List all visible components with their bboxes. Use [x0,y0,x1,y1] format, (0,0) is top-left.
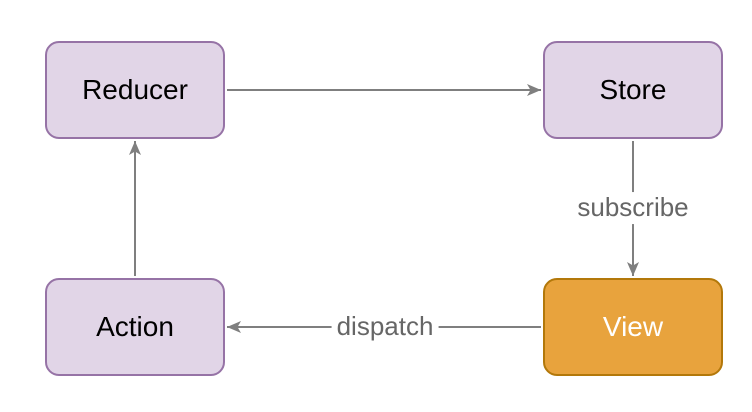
node-view: View [543,278,723,376]
node-action: Action [45,278,225,376]
node-reducer: Reducer [45,41,225,139]
edge-label-subscribe: subscribe [572,192,694,224]
node-action-label: Action [96,311,174,342]
node-reducer-label: Reducer [82,74,188,105]
node-store: Store [543,41,723,139]
node-view-label: View [602,311,664,342]
node-store-label: Store [599,74,667,105]
edge-label-dispatch: dispatch [331,311,439,343]
